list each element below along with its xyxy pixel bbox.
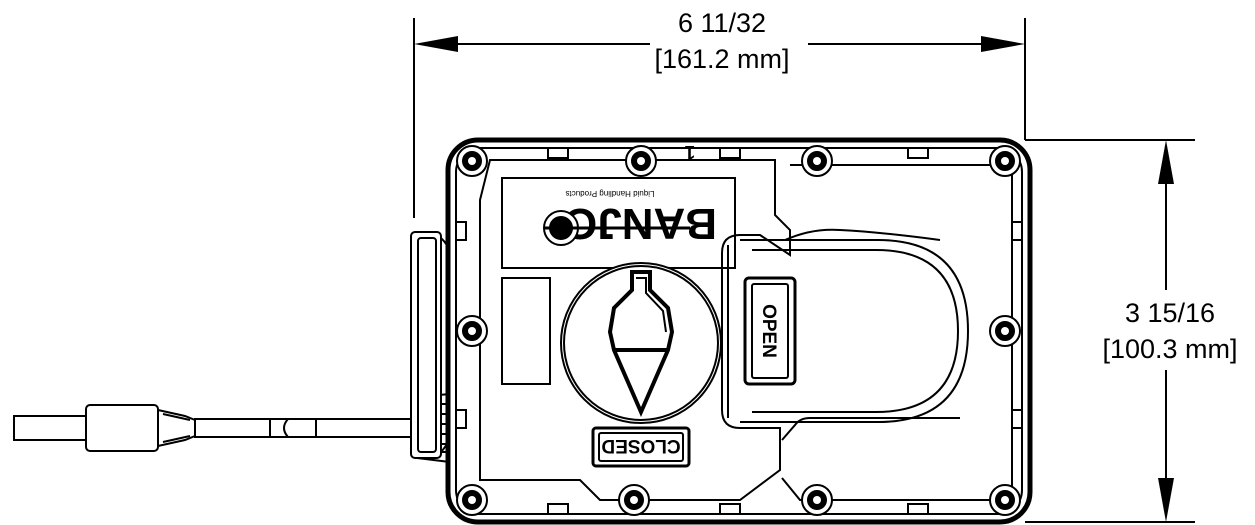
cable-connector-body xyxy=(85,404,159,452)
screw-top-right xyxy=(989,145,1021,177)
arrowhead-right xyxy=(981,36,1025,52)
open-label: OPEN xyxy=(743,276,797,386)
screw-top-left xyxy=(456,145,488,177)
mark-text: 1 xyxy=(684,141,695,162)
screw-bottom-mid-left xyxy=(618,484,650,516)
indicator-window xyxy=(501,277,551,385)
width-dimension: 6 11/32 [161.2 mm] xyxy=(413,8,1026,218)
screw-mid-left xyxy=(456,315,488,347)
brand-tagline-text: Liquid Handling Products xyxy=(566,189,655,198)
screw-bottom-left xyxy=(456,484,488,516)
height-imperial-text: 3 15/16 xyxy=(1125,298,1215,328)
brand-logo-text: BANJO xyxy=(563,199,717,248)
handle-loop xyxy=(727,239,970,423)
screw-mid-right xyxy=(989,315,1021,347)
brand-plate: BANJO Liquid Handling Products 1 xyxy=(501,141,736,269)
housing-inner-outline xyxy=(479,159,791,501)
cable-strain-relief xyxy=(157,408,196,448)
arrowhead-up xyxy=(1158,140,1174,184)
arrowhead-down xyxy=(1158,478,1174,522)
cable-assembly xyxy=(13,392,473,464)
arrowhead-left xyxy=(414,36,458,52)
cable-plug xyxy=(13,415,87,441)
height-metric-text: [100.3 mm] xyxy=(1102,334,1237,364)
screw-bottom-right xyxy=(989,484,1021,516)
brand-logo-circle xyxy=(543,210,690,246)
housing-screws xyxy=(456,145,1021,516)
closed-label-text: CLOSED xyxy=(601,435,680,456)
height-dimension: 3 15/16 [100.3 mm] xyxy=(1025,139,1238,523)
closed-label: CLOSED xyxy=(591,426,691,468)
handle-pointer xyxy=(607,270,675,418)
open-label-text: OPEN xyxy=(758,304,779,358)
rotary-handle xyxy=(560,262,722,424)
screw-top-mid-left xyxy=(625,145,657,177)
housing-outer xyxy=(445,137,1033,525)
cable-jacket xyxy=(194,418,418,438)
width-imperial-text: 6 11/32 xyxy=(678,8,766,38)
screw-bottom-mid-right xyxy=(801,484,833,516)
screw-top-mid-right xyxy=(801,145,833,177)
width-metric-text: [161.2 mm] xyxy=(654,44,789,74)
